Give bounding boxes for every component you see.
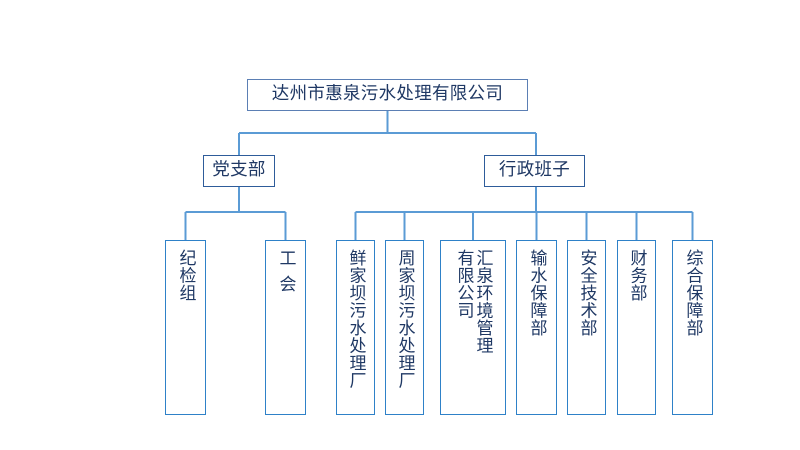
vertical-text-block: 周家坝污水处理厂: [394, 249, 415, 389]
vertical-text-block: 综合保障部: [682, 249, 703, 337]
org-node-party-branch[interactable]: 党支部: [203, 155, 275, 187]
vertical-text-block: 工会: [275, 249, 296, 301]
org-node-labor-union-label: 工会: [275, 249, 296, 301]
org-node-finance-dept[interactable]: 财务部: [617, 240, 656, 415]
org-node-admin-team-label: 行政班子: [498, 160, 571, 181]
org-node-huiquan-environment-company-label-sub: 有限公司: [453, 249, 474, 319]
org-node-party-branch-label: 党支部: [212, 160, 266, 181]
org-node-zhoujiaba-plant[interactable]: 周家坝污水处理厂: [385, 240, 424, 415]
vertical-text-block: 鲜家坝污水处理厂: [345, 249, 366, 389]
vertical-text-block: 纪检组: [175, 249, 196, 302]
vertical-text-block: 安全技术部: [576, 249, 597, 337]
org-node-labor-union[interactable]: 工会: [265, 240, 306, 415]
org-node-safety-technology-dept[interactable]: 安全技术部: [567, 240, 606, 415]
org-node-huiquan-environment-company[interactable]: 汇泉环境管理 有限公司: [440, 240, 506, 415]
org-node-xianjiaba-plant[interactable]: 鲜家坝污水处理厂: [336, 240, 375, 415]
vertical-text-block: 汇泉环境管理 有限公司: [453, 249, 493, 354]
org-node-root[interactable]: 达州市惠泉污水处理有限公司: [247, 79, 528, 111]
org-node-huiquan-environment-company-label-main: 汇泉环境管理: [472, 249, 493, 354]
org-node-general-support-dept-label: 综合保障部: [682, 249, 703, 337]
org-node-water-transmission-dept[interactable]: 输水保障部: [516, 240, 557, 415]
org-node-discipline-group-label: 纪检组: [175, 249, 196, 302]
org-node-discipline-group[interactable]: 纪检组: [165, 240, 206, 415]
org-node-zhoujiaba-plant-label: 周家坝污水处理厂: [394, 249, 415, 389]
org-node-xianjiaba-plant-label: 鲜家坝污水处理厂: [345, 249, 366, 389]
org-node-safety-technology-dept-label: 安全技术部: [576, 249, 597, 337]
org-node-admin-team[interactable]: 行政班子: [484, 155, 585, 187]
org-node-finance-dept-label: 财务部: [626, 249, 647, 302]
org-node-root-label: 达州市惠泉污水处理有限公司: [271, 84, 504, 105]
org-node-water-transmission-dept-label: 输水保障部: [526, 249, 547, 337]
vertical-text-block: 财务部: [626, 249, 647, 302]
vertical-text-block: 输水保障部: [526, 249, 547, 337]
org-node-general-support-dept[interactable]: 综合保障部: [672, 240, 713, 415]
